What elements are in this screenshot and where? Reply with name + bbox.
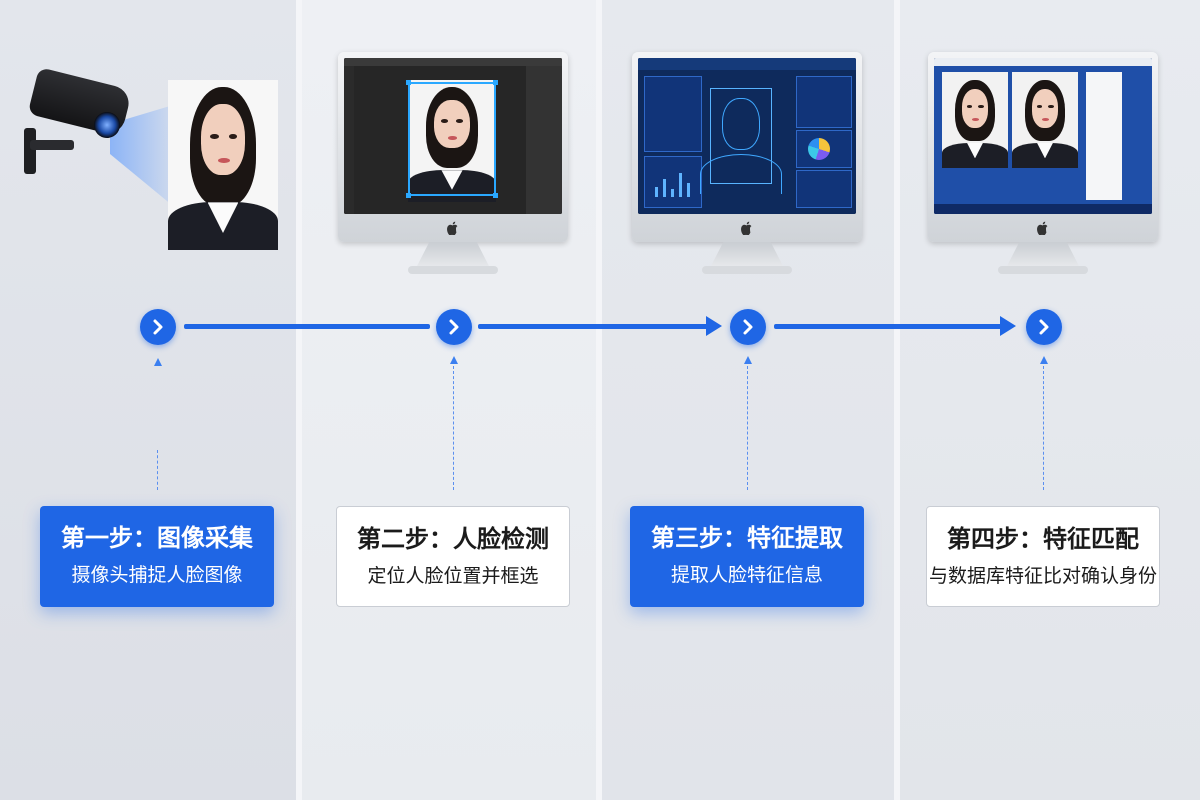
chevron-right-icon [1039, 319, 1049, 335]
timeline-node-4 [1026, 309, 1062, 345]
dashed-connector [1043, 366, 1044, 490]
step-title: 第三步：特征提取 [651, 524, 843, 552]
step-card-2: 第二步：人脸检测 定位人脸位置并框选 [336, 506, 570, 607]
dashed-connector [453, 366, 454, 490]
editor-screen [344, 58, 562, 214]
dashed-connector [157, 450, 158, 490]
column-divider [596, 0, 602, 800]
pie-chart-icon [808, 138, 830, 160]
database-face-photo [1012, 72, 1078, 168]
match-result-panel [1086, 72, 1122, 200]
column-divider [296, 0, 302, 800]
step-title: 第二步：人脸检测 [357, 525, 549, 553]
connector-pointer [450, 356, 458, 364]
timeline-connector [184, 324, 430, 329]
timeline-node-1 [140, 309, 176, 345]
apple-logo-icon [1037, 221, 1048, 235]
analysis-bar-panel [644, 156, 702, 208]
matching-screen [934, 58, 1152, 214]
step-subtitle: 定位人脸位置并框选 [367, 565, 539, 587]
step-card-4: 第四步：特征匹配 与数据库特征比对确认身份 [926, 506, 1160, 607]
chevron-right-icon [153, 319, 163, 335]
timeline-node-2 [436, 309, 472, 345]
monitor-feature-extraction [632, 52, 862, 276]
monitor-feature-matching [928, 52, 1158, 276]
chevron-right-icon [743, 319, 753, 335]
step-title: 第一步：图像采集 [61, 524, 253, 552]
apple-logo-icon [741, 221, 752, 235]
face-mesh-outline [722, 98, 760, 150]
step-title: 第四步：特征匹配 [947, 525, 1139, 553]
arrow-right-icon [1000, 316, 1016, 336]
step-card-1: 第一步：图像采集 摄像头捕捉人脸图像 [40, 506, 274, 607]
shoulder-outline [700, 154, 782, 194]
timeline-connector [774, 324, 1004, 329]
column-divider [894, 0, 900, 800]
analysis-info-panel [796, 76, 852, 128]
dashed-connector [747, 366, 748, 490]
connector-pointer [1040, 356, 1048, 364]
query-face-photo [942, 72, 1008, 168]
step-subtitle: 提取人脸特征信息 [670, 564, 823, 586]
chevron-right-icon [449, 319, 459, 335]
arrow-right-icon [706, 316, 722, 336]
face-bounding-box [408, 82, 496, 196]
analysis-panel [644, 76, 702, 152]
apple-logo-icon [447, 221, 458, 235]
analysis-screen [638, 58, 856, 214]
step-subtitle: 与数据库特征比对确认身份 [928, 565, 1157, 587]
step-card-3: 第三步：特征提取 提取人脸特征信息 [630, 506, 864, 607]
timeline-connector [478, 324, 710, 329]
monitor-face-detection [338, 52, 568, 276]
analysis-list-panel [796, 170, 852, 208]
connector-pointer [744, 356, 752, 364]
timeline-node-3 [730, 309, 766, 345]
detected-face-photo [408, 80, 496, 202]
connector-pointer [154, 358, 162, 366]
captured-face-photo [168, 80, 278, 250]
step-subtitle: 摄像头捕捉人脸图像 [71, 564, 243, 586]
analysis-pie-panel [796, 130, 852, 168]
